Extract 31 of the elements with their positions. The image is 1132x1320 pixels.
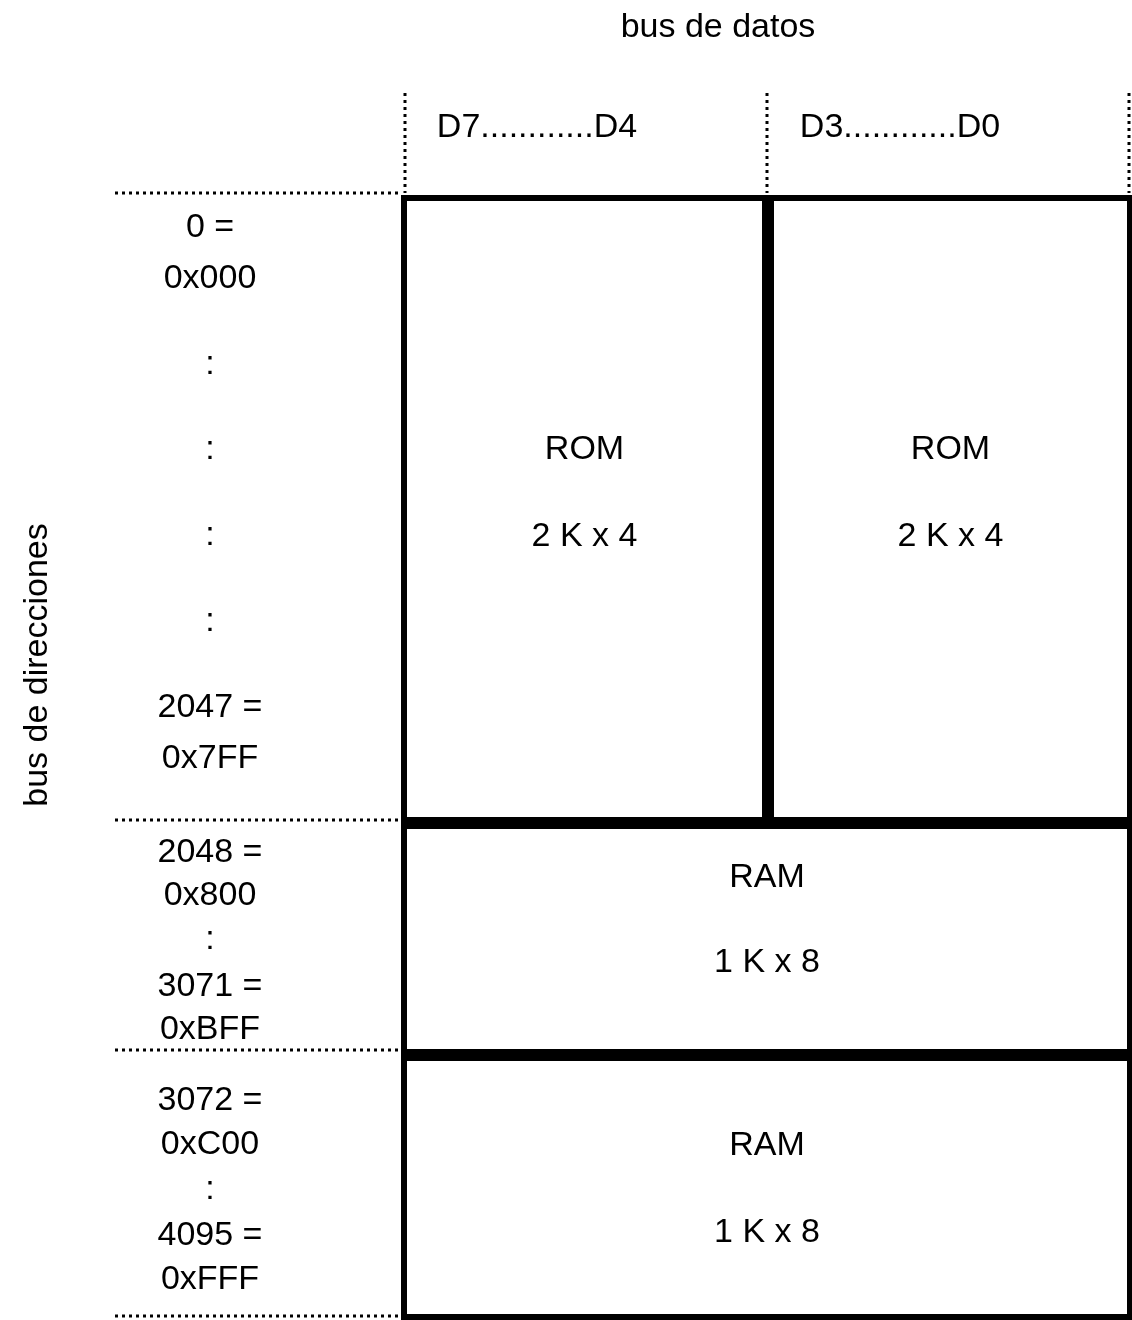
- address-label: 4095 =: [157, 1213, 263, 1253]
- ellipsis-label: :: [205, 599, 215, 639]
- address-label: 0xC00: [160, 1122, 260, 1162]
- address-label: 0xFFF: [160, 1257, 260, 1297]
- ellipsis-label: :: [205, 917, 215, 957]
- data-bits-label: D7............D4: [436, 105, 638, 145]
- address-label: 0 =: [185, 205, 235, 245]
- data-bits-label: D3............D0: [799, 105, 1001, 145]
- address-label: 0xBFF: [159, 1007, 261, 1047]
- axis-title: bus de direcciones: [15, 523, 55, 807]
- memory-size-label: 1 K x 8: [714, 940, 820, 980]
- ellipsis-label: :: [205, 427, 215, 467]
- memory-size-label: 2 K x 4: [531, 514, 638, 554]
- axis-title: bus de datos: [620, 5, 816, 45]
- address-label: 2048 =: [157, 830, 263, 870]
- ellipsis-label: :: [205, 1167, 215, 1207]
- memory-size-label: 2 K x 4: [897, 514, 1004, 554]
- memory-type-label: RAM: [729, 855, 805, 895]
- address-label: 2047 =: [157, 685, 263, 725]
- memory-type-label: ROM: [544, 427, 625, 467]
- ellipsis-label: :: [205, 342, 215, 382]
- address-label: 3072 =: [157, 1078, 263, 1118]
- address-label: 0x000: [163, 256, 257, 296]
- address-label: 0x7FF: [161, 736, 259, 776]
- memory-block: [401, 1055, 1132, 1320]
- ellipsis-label: :: [205, 513, 215, 553]
- memory-size-label: 1 K x 8: [714, 1210, 820, 1250]
- memory-type-label: ROM: [910, 427, 991, 467]
- address-label: 3071 =: [157, 964, 263, 1004]
- address-label: 0x800: [163, 873, 257, 913]
- memory-type-label: RAM: [729, 1123, 805, 1163]
